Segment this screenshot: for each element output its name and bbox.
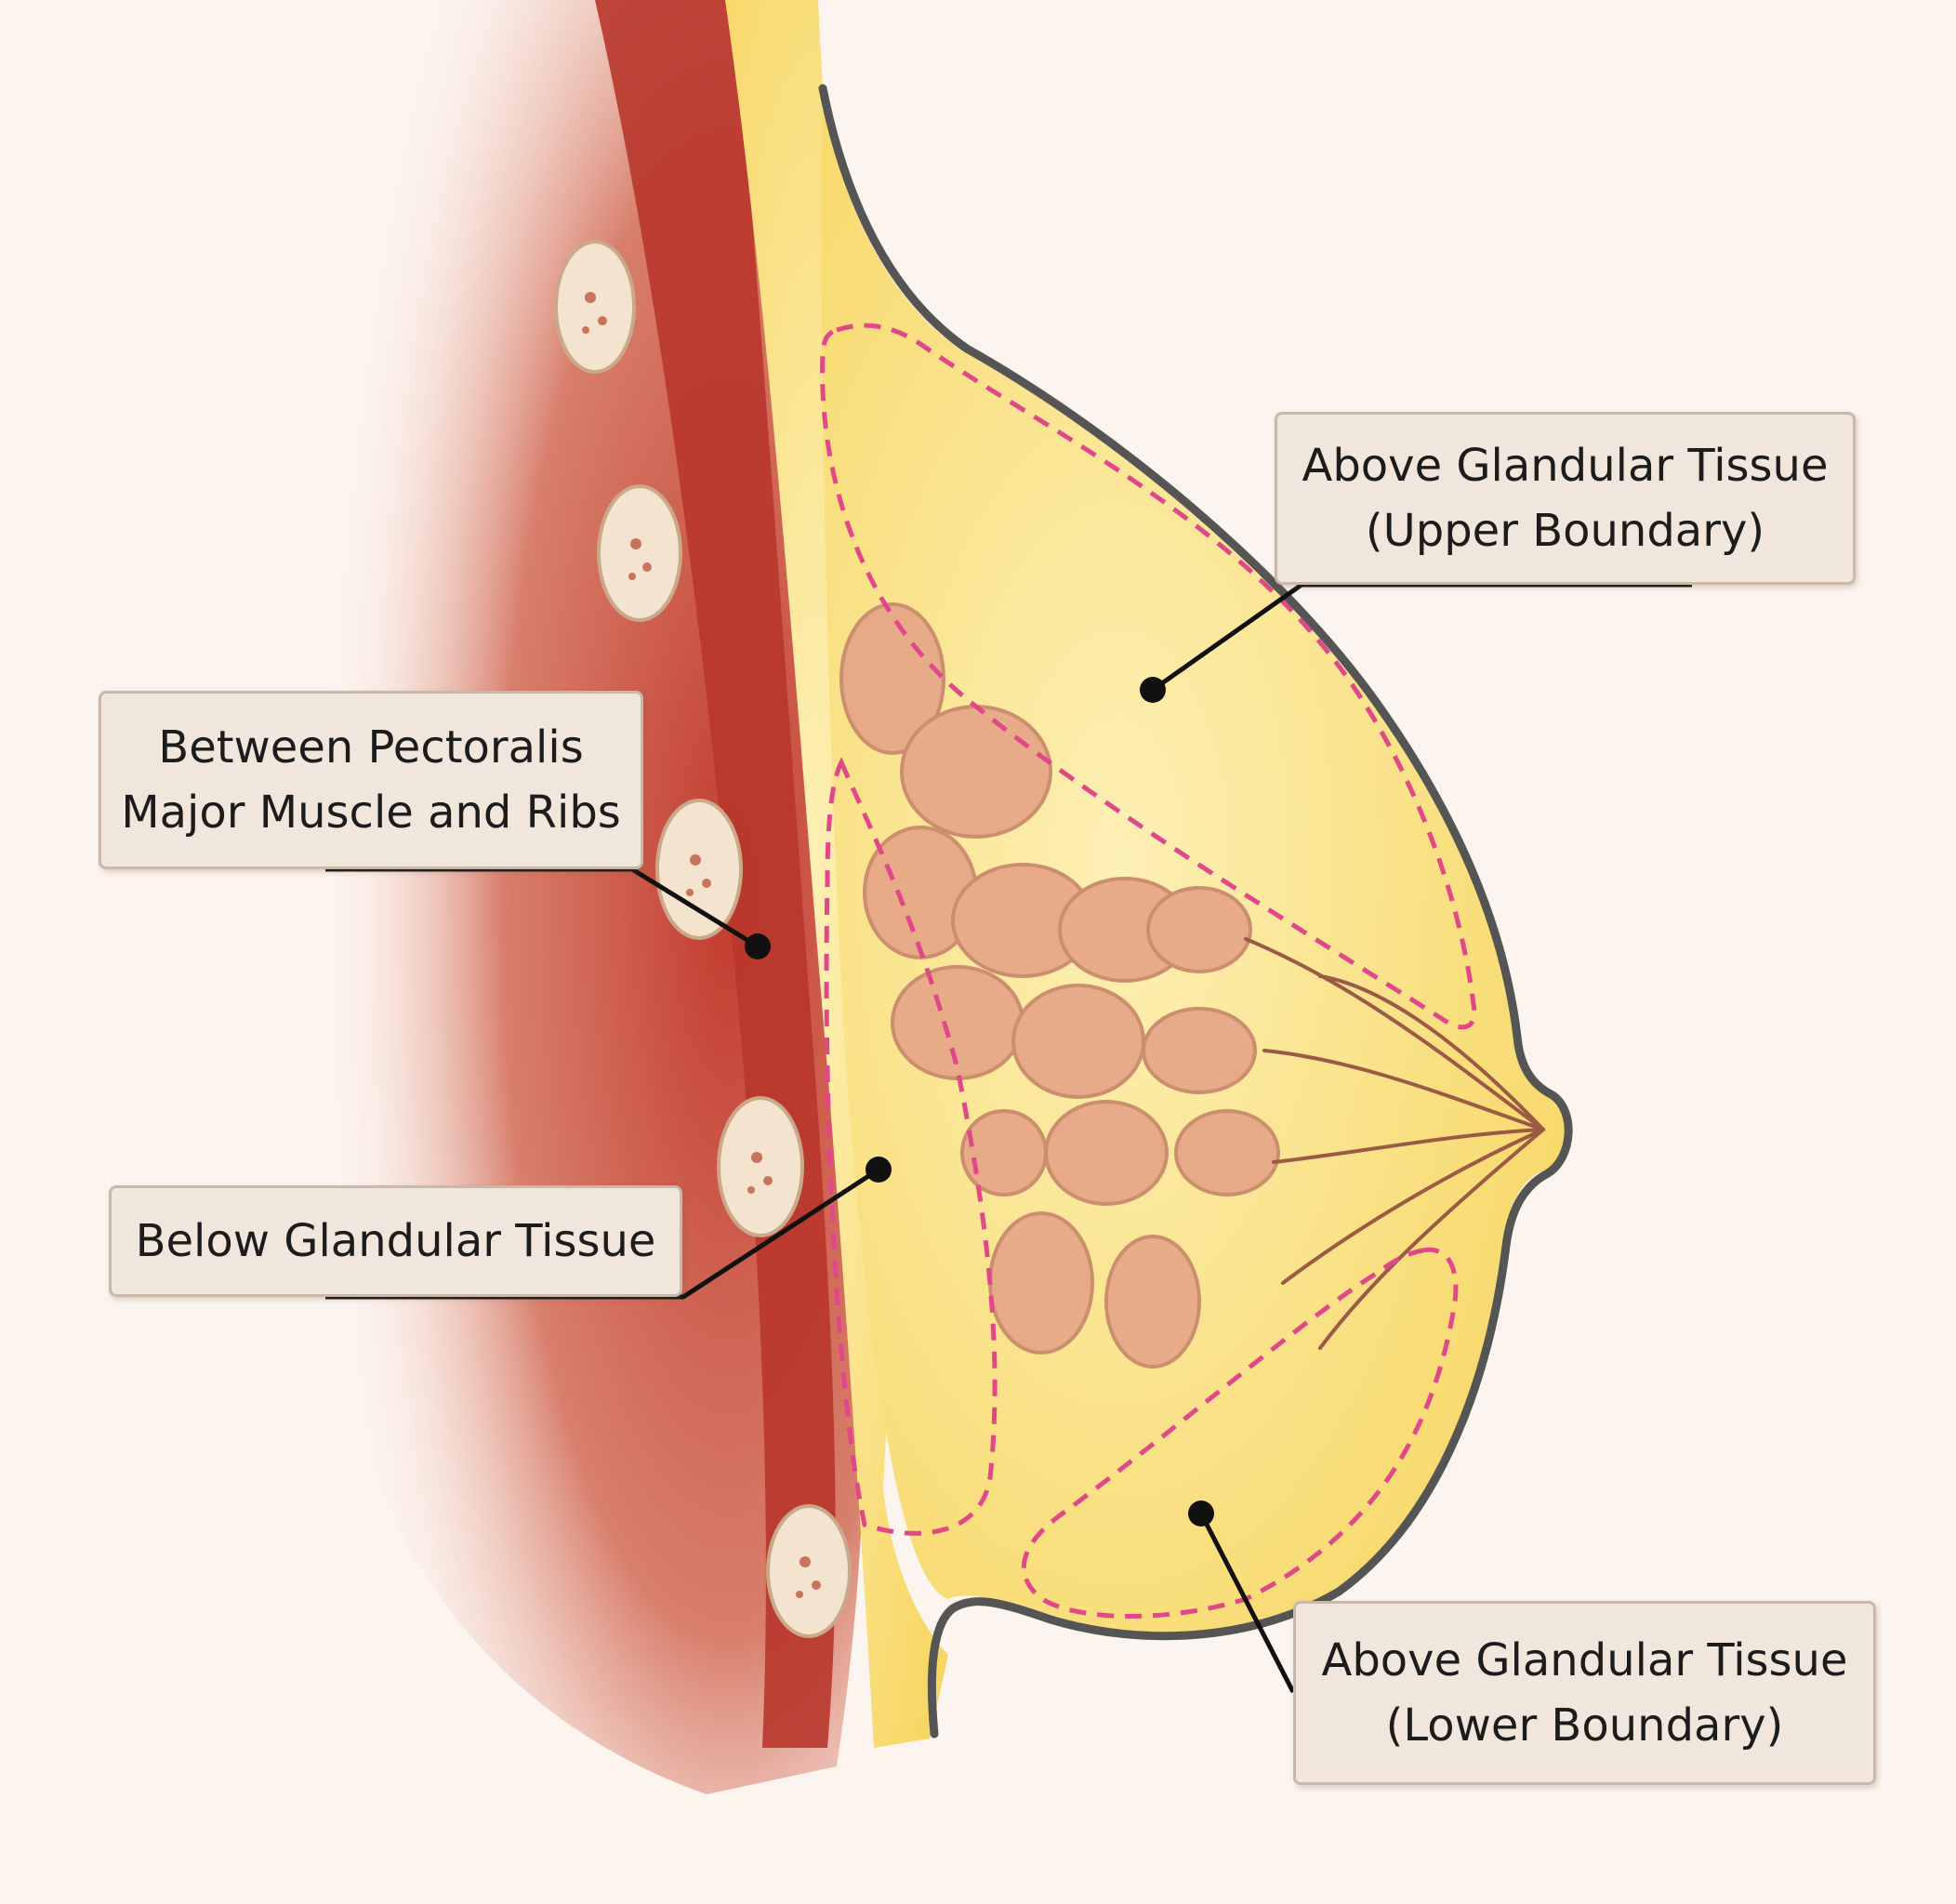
rib-3 (655, 799, 743, 940)
rib-4 (717, 1096, 804, 1237)
rib-2 (597, 484, 682, 622)
label-lower-line1: Above Glandular Tissue (1321, 1634, 1848, 1686)
ribs (554, 240, 852, 1638)
lower-boundary-region (1021, 1247, 1459, 1619)
label-pect-line1: Between Pectoralis (158, 721, 584, 774)
skin-outline (818, 84, 1573, 1739)
pectoralis-major-muscle (595, 0, 836, 1748)
rib-5 (766, 1504, 852, 1638)
label-upper-boundary: Above Glandular Tissue (Upper Boundary) (1275, 412, 1856, 585)
label-lower-boundary: Above Glandular Tissue (Lower Boundary) (1293, 1601, 1876, 1785)
label-upper-line2: (Upper Boundary) (1365, 505, 1765, 557)
rib-marrow-dots (582, 292, 821, 1598)
label-below-glandular: Below Glandular Tissue (109, 1185, 682, 1297)
left-fade (0, 0, 651, 1904)
dot-pect (745, 933, 771, 959)
glandular-lobules (839, 602, 1280, 1368)
leader-lines (325, 582, 1692, 1694)
dot-lower (1188, 1501, 1214, 1527)
rib-1 (554, 240, 636, 374)
label-pect-line2: Major Muscle and Ribs (121, 787, 621, 839)
label-below-line1: Below Glandular Tissue (135, 1215, 656, 1267)
dot-below (866, 1157, 892, 1183)
leader-lower (1198, 1512, 1296, 1694)
leader-below (325, 1167, 880, 1300)
dot-upper (1140, 677, 1166, 703)
implant-regions (820, 323, 1477, 1619)
label-upper-line1: Above Glandular Tissue (1302, 440, 1829, 492)
leader-dots (745, 677, 1214, 1527)
leader-upper (1151, 582, 1692, 693)
leader-pect (325, 866, 760, 949)
label-between-pectoralis: Between Pectoralis Major Muscle and Ribs (99, 691, 643, 869)
label-lower-line2: (Lower Boundary) (1385, 1699, 1784, 1752)
milk-ducts (1244, 937, 1545, 1350)
upper-boundary-region (820, 323, 1477, 1030)
